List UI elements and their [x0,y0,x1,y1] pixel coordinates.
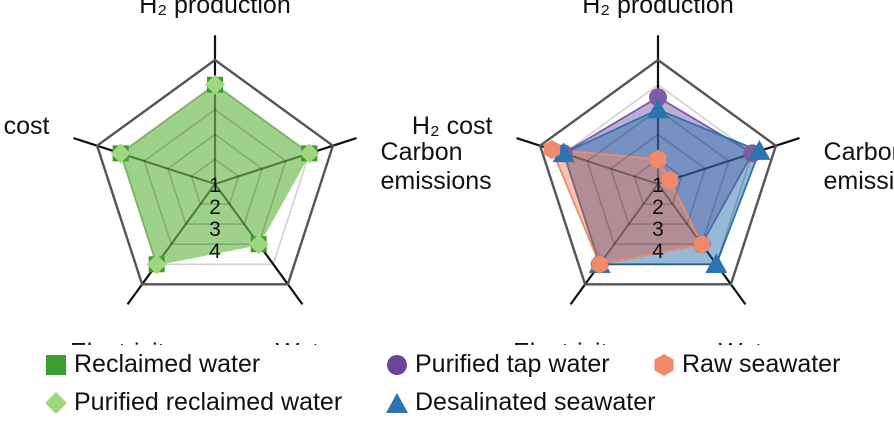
axis-label-electricity-demand: Electricitydemand [70,338,177,345]
legend-label: Desalinated seawater [415,388,656,416]
data-point-raw-seawater-h2-production [649,149,667,169]
tick-label: 3 [652,218,664,241]
hexagon-marker-icon [654,353,674,376]
axis-label-line: Carbon [381,138,463,166]
legend-label: Purified tap water [415,350,610,378]
data-point-desalinated-seawater-h2-cost [552,142,575,163]
circle-marker-icon [387,354,407,375]
series-area-purified-reclaimed-water [119,83,311,266]
axis-label-line: Water [719,338,785,345]
data-point-raw-seawater-carbon-emissions [661,170,678,190]
tick-label: 2 [652,196,664,219]
legend-item-purified-reclaimed-water: Purified reclaimed water [44,388,342,417]
grid-ring-1 [190,158,240,205]
legend-item-reclaimed-water: Reclaimed water [44,350,260,379]
grid-ring-2 [166,133,264,225]
grid-ring-outer [95,58,335,286]
axis-label-h2-production: H₂ production [139,0,290,19]
legend-label: Purified reclaimed water [74,388,343,416]
square-marker-icon [46,354,66,375]
tick-label: 1 [652,174,664,197]
tick-label: 4 [209,240,221,263]
axis-label-line: Carbon [824,138,894,166]
grid-ring-1 [633,158,683,205]
axis-label-line: H₂ production [582,0,733,19]
grid-ring-2 [609,133,707,225]
grid-ring-4 [119,83,311,266]
tick-label: 3 [209,218,221,241]
legend-item-desalinated-seawater: Desalinated seawater [385,388,655,417]
data-point-purified-reclaimed-water-h2-production [205,74,225,95]
axis-label-line: Water [276,338,342,345]
data-point-desalinated-seawater-water-consumption [705,253,728,274]
axis-label-water-consumption: Waterconsumption [238,338,380,345]
data-point-purified-tap-water-h2-production [649,88,667,107]
tick-label: 4 [652,240,664,263]
axis-label-water-consumption: Waterconsumption [681,338,823,345]
axis-label-h2-cost: H₂ cost [0,112,50,140]
grid-ring-3 [143,108,287,245]
data-point-raw-seawater-electricity-demand [591,254,608,274]
legend-item-raw-seawater: Raw seawater [652,350,840,379]
axis-label-line: H₂ cost [0,112,50,140]
data-point-desalinated-seawater-h2-production [647,98,669,119]
legend-label: Raw seawater [682,350,841,378]
tick-label: 2 [209,196,221,219]
grid-ring-4 [562,83,754,266]
grid-spoke-water-consumption [214,183,289,285]
data-point-desalinated-seawater-carbon-emissions [748,140,771,160]
axis-label-electricity-demand: Electricitydemand [513,338,620,345]
data-point-purified-reclaimed-water-h2-cost [110,143,131,164]
data-point-purified-reclaimed-water-carbon-emissions [299,143,320,164]
grid-ring-3 [586,108,730,245]
axis-label-line: H₂ cost [412,112,493,140]
axis-label-h2-production: H₂ production [582,0,733,19]
axis-label-line: emissions [824,167,894,195]
data-point-raw-seawater-water-consumption [693,234,710,254]
diamond-marker-icon [45,391,67,414]
grid-ring-outer [538,58,778,286]
axis-label-h2-cost: H₂ cost [412,112,493,140]
legend-label: Reclaimed water [74,350,261,378]
legend-item-purified-tap-water: Purified tap water [385,350,610,379]
axis-label-line: Electricity [513,338,620,345]
axis-label-line: Electricity [70,338,177,345]
triangle-marker-icon [386,392,408,413]
data-point-raw-seawater-h2-cost [543,140,561,159]
tick-label: 1 [209,174,221,197]
axis-label-line: H₂ production [139,0,290,19]
data-point-purified-reclaimed-water-water-consumption [248,234,269,255]
data-point-purified-reclaimed-water-electricity-demand [146,254,167,275]
axis-label-line: emissions [381,167,492,195]
